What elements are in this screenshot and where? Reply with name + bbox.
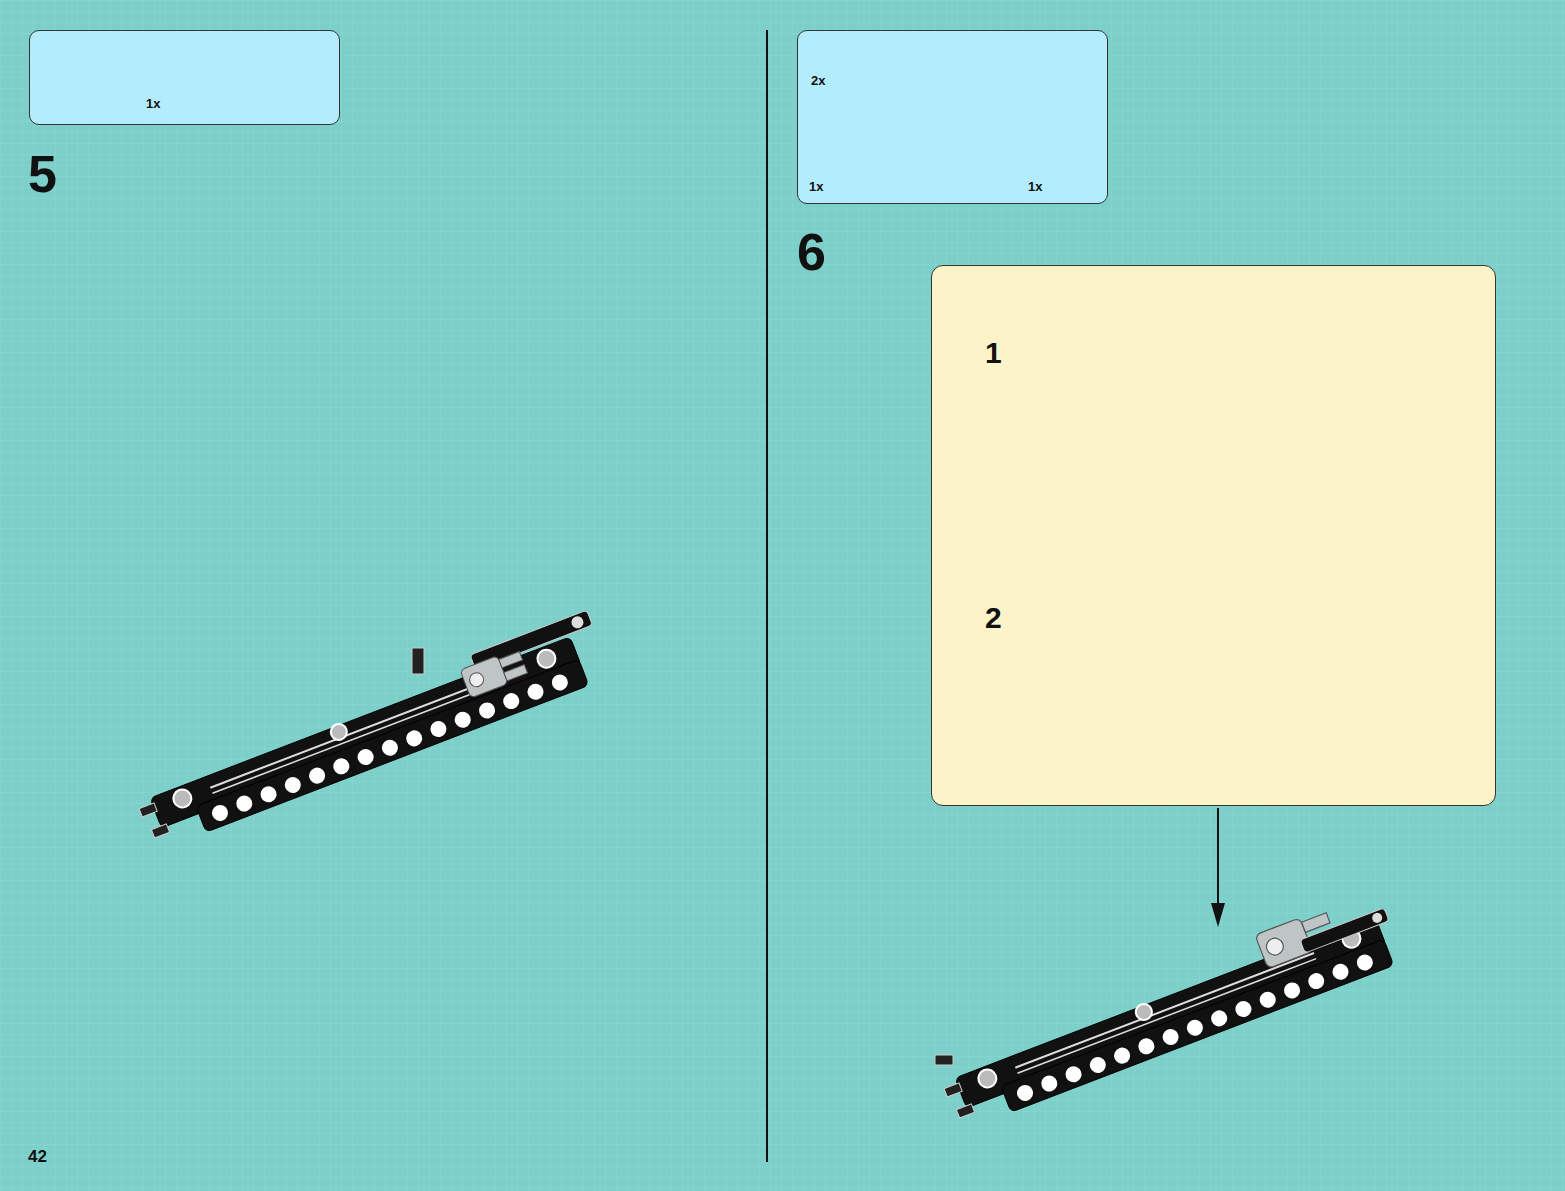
flow-arrow [1211,808,1225,927]
part-count: 1x [1028,180,1042,193]
assembly-drawing [935,908,1394,1132]
substep-number: 2 [985,603,1002,633]
parts-box: 2x 1x 1x [797,30,1108,204]
assembly-drawing [136,610,592,851]
part-count: 2x [811,74,825,87]
part-count: 1x [146,97,160,110]
page-number: 42 [28,1148,47,1165]
step-number: 6 [797,226,826,278]
parts-box: 1x [29,30,340,125]
page-divider [766,30,768,1162]
substep-number: 1 [985,338,1002,368]
step-number: 5 [28,148,57,200]
substep-box: 12 [931,265,1496,806]
part-count: 1x [809,180,823,193]
